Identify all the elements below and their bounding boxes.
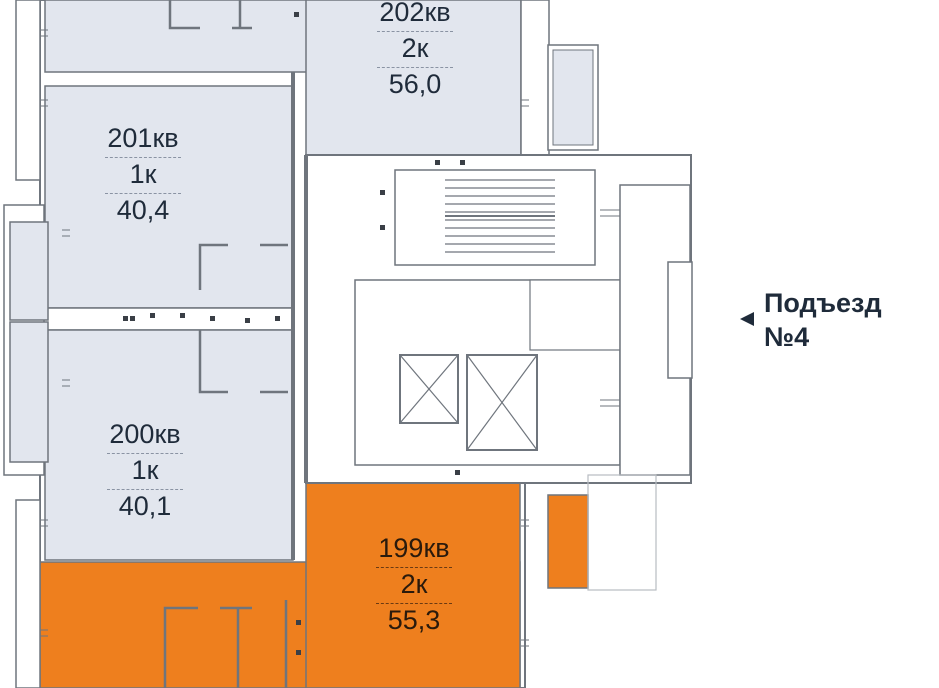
apartment-199-balcony[interactable] xyxy=(547,494,589,589)
staircase xyxy=(394,169,596,266)
window-bay xyxy=(15,0,41,181)
apartment-number: 201кв xyxy=(58,120,228,158)
apartment-199-area[interactable] xyxy=(305,482,521,688)
apartment-number: 200кв xyxy=(60,416,230,454)
apartment-area: 40,4 xyxy=(116,195,170,225)
door-frame xyxy=(667,261,693,379)
apartment-201-label[interactable]: 201кв 1к 40,4 xyxy=(58,120,228,228)
corridor xyxy=(39,307,294,331)
apartment-200-label[interactable]: 200кв 1к 40,1 xyxy=(60,416,230,524)
entrance-arrow-icon xyxy=(740,312,754,326)
apartment-199-label[interactable]: 199кв 2к 55,3 xyxy=(329,530,499,638)
balcony xyxy=(9,221,49,321)
apartment-area: 55,3 xyxy=(387,605,441,635)
entrance-label: Подъезд xyxy=(764,288,882,318)
apartment-202-label[interactable]: 202кв 2к 56,0 xyxy=(330,0,500,102)
apartment-rooms: 1к xyxy=(60,452,230,490)
apartment-rooms: 1к xyxy=(58,156,228,194)
outdoor-platform xyxy=(587,474,657,591)
partitions xyxy=(163,0,308,688)
balcony xyxy=(9,321,49,463)
apartment-number: 202кв xyxy=(330,0,500,32)
entrance-marker: Подъезд №4 xyxy=(740,286,882,354)
balcony xyxy=(552,49,594,146)
apartment-area: 40,1 xyxy=(118,491,172,521)
entrance-number: №4 xyxy=(764,322,810,352)
apartment-area: 56,0 xyxy=(388,69,442,99)
window-ticks xyxy=(40,29,620,647)
shaft-room xyxy=(529,279,621,351)
fixtures xyxy=(123,12,465,655)
window-bay xyxy=(520,0,550,156)
apartment-200-area[interactable] xyxy=(44,329,294,561)
stair-steps xyxy=(445,179,555,253)
apartment-number: 199кв xyxy=(329,530,499,568)
apartment-rooms: 2к xyxy=(329,566,499,604)
apartment-rooms: 2к xyxy=(330,30,500,68)
window-bay xyxy=(15,499,41,688)
apartment-201-area[interactable] xyxy=(44,85,294,309)
